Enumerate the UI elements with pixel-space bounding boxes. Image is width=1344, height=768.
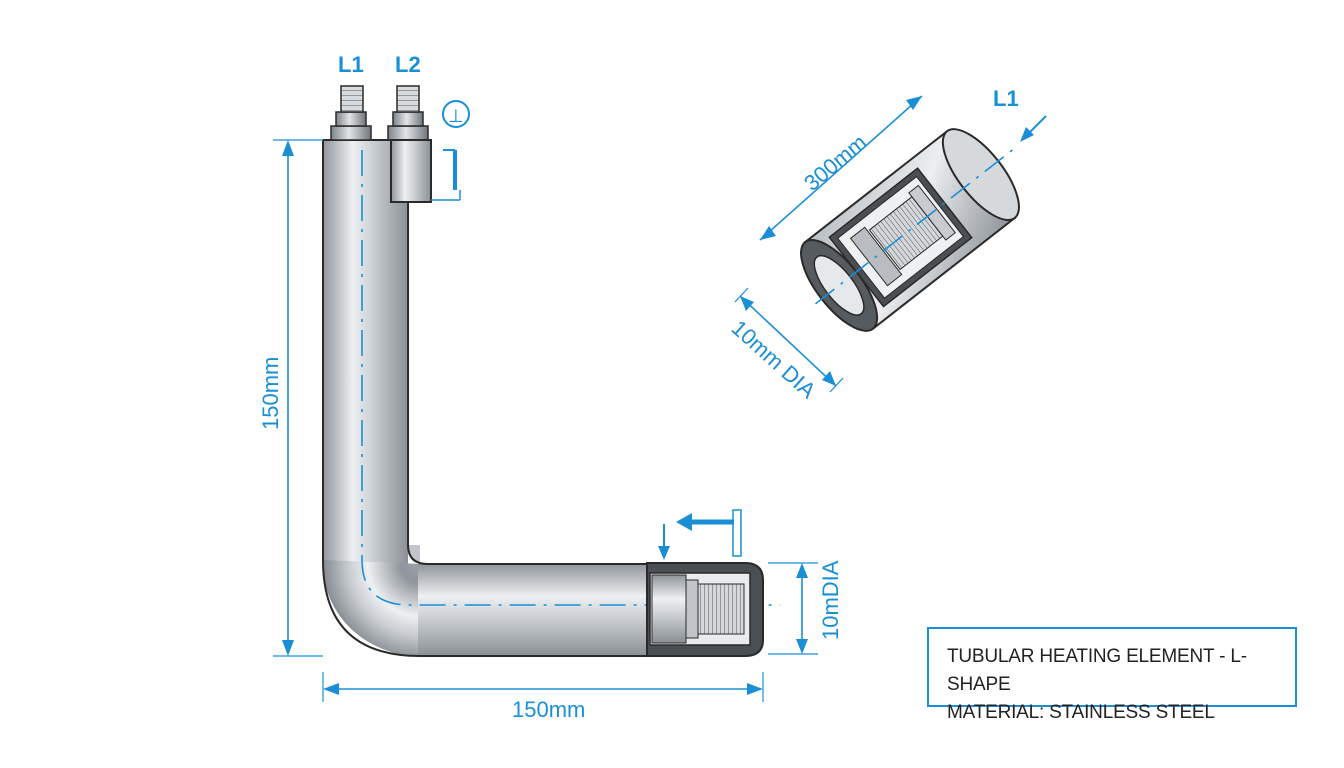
label-l1: L1 xyxy=(338,52,364,77)
terminal-collar xyxy=(390,139,432,203)
title-line-2: MATERIAL: STAINLESS STEEL xyxy=(947,702,1215,723)
detail-cutaway-view xyxy=(800,128,1020,332)
terminal-l1 xyxy=(330,85,372,141)
label-l2: L2 xyxy=(395,52,421,77)
coil-threads xyxy=(697,583,745,635)
l-shaped-tube xyxy=(322,139,780,657)
collar-marker xyxy=(431,149,461,201)
ground-icon: ⊥ xyxy=(442,100,470,128)
label-height: 150mm xyxy=(258,357,283,430)
tube-vertical-leg xyxy=(323,140,408,564)
dimension-width xyxy=(322,672,764,702)
detail-dimension-length xyxy=(759,95,923,241)
tube-end-cutaway xyxy=(646,562,764,657)
label-width: 150mm xyxy=(512,697,585,722)
title-line-1: TUBULAR HEATING ELEMENT - L-SHAPE xyxy=(947,646,1247,695)
title-block: TUBULAR HEATING ELEMENT - L-SHAPE MATERI… xyxy=(927,627,1297,723)
detail-l1-arrow xyxy=(1020,115,1047,142)
insertion-arrows xyxy=(658,509,742,560)
dimension-height xyxy=(273,139,323,657)
terminal-l2 xyxy=(387,85,429,141)
tube-horizontal-leg xyxy=(418,564,650,656)
label-diameter: 10mDIA xyxy=(818,560,843,640)
dimension-diameter xyxy=(768,562,818,655)
label-detail-length: 300mm xyxy=(799,130,871,196)
svg-text:⊥: ⊥ xyxy=(448,106,464,126)
label-detail-l1: L1 xyxy=(993,86,1019,111)
detail-dimension-diameter xyxy=(734,287,844,393)
